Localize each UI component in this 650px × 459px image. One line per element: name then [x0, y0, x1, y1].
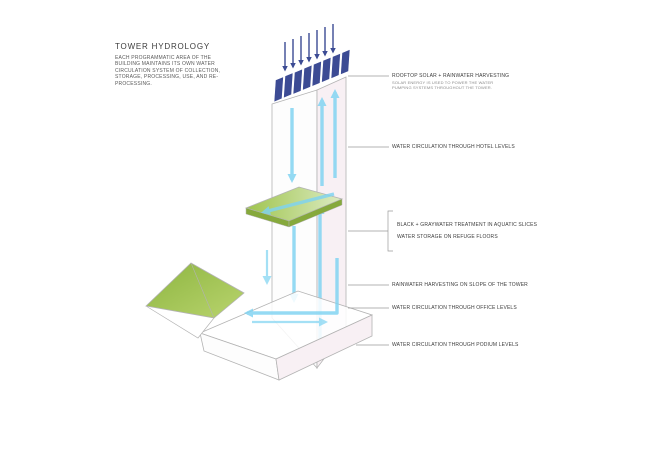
- label-rooftop-solar: ROOFTOP SOLAR + RAINWATER HARVESTING: [392, 72, 510, 79]
- label-office-levels: WATER CIRCULATION THROUGH OFFICE LEVELS: [392, 305, 517, 311]
- rainwater-slope: [145, 262, 245, 339]
- aquatic-deck-edge-right: [288, 198, 343, 228]
- podium-front-right-face: [275, 314, 373, 381]
- label-rooftop-subtitle: SOLAR ENERGY IS USED TO POWER THE WATER …: [392, 80, 494, 91]
- page-title: TOWER HYDROLOGY: [115, 42, 210, 51]
- rainwater-slope-white-facet: [145, 305, 215, 339]
- label-rainwater-slope: RAINWATER HARVESTING ON SLOPE OF THE TOW…: [392, 282, 528, 288]
- solar-panel-array: [273, 48, 351, 103]
- podium-slab: [198, 290, 374, 381]
- water-arrows-podium: [244, 250, 339, 327]
- leader-lines: [348, 75, 393, 346]
- label-hotel-levels: WATER CIRCULATION THROUGH HOTEL LEVELS: [392, 144, 515, 150]
- solar-energy-arrows: [282, 24, 336, 72]
- water-arrows-hotel: [287, 89, 340, 186]
- water-arrow-to-slope: [244, 258, 339, 318]
- title-block: TOWER HYDROLOGY EACH PROGRAMMATIC AREA O…: [115, 42, 229, 87]
- description-text: EACH PROGRAMMATIC AREA OF THE BUILDING M…: [115, 55, 221, 87]
- treatment-bracket: [387, 210, 393, 252]
- label-treatment-line1: BLACK + GRAYWATER TREATMENT IN AQUATIC S…: [397, 222, 538, 228]
- rainwater-slope-ridge: [190, 262, 215, 319]
- label-treatment-line2: WATER STORAGE ON REFUGE FLOORS: [397, 234, 498, 240]
- label-podium-levels: WATER CIRCULATION THROUGH PODIUM LEVELS: [392, 342, 519, 348]
- water-arrow-across-deck: [261, 192, 335, 215]
